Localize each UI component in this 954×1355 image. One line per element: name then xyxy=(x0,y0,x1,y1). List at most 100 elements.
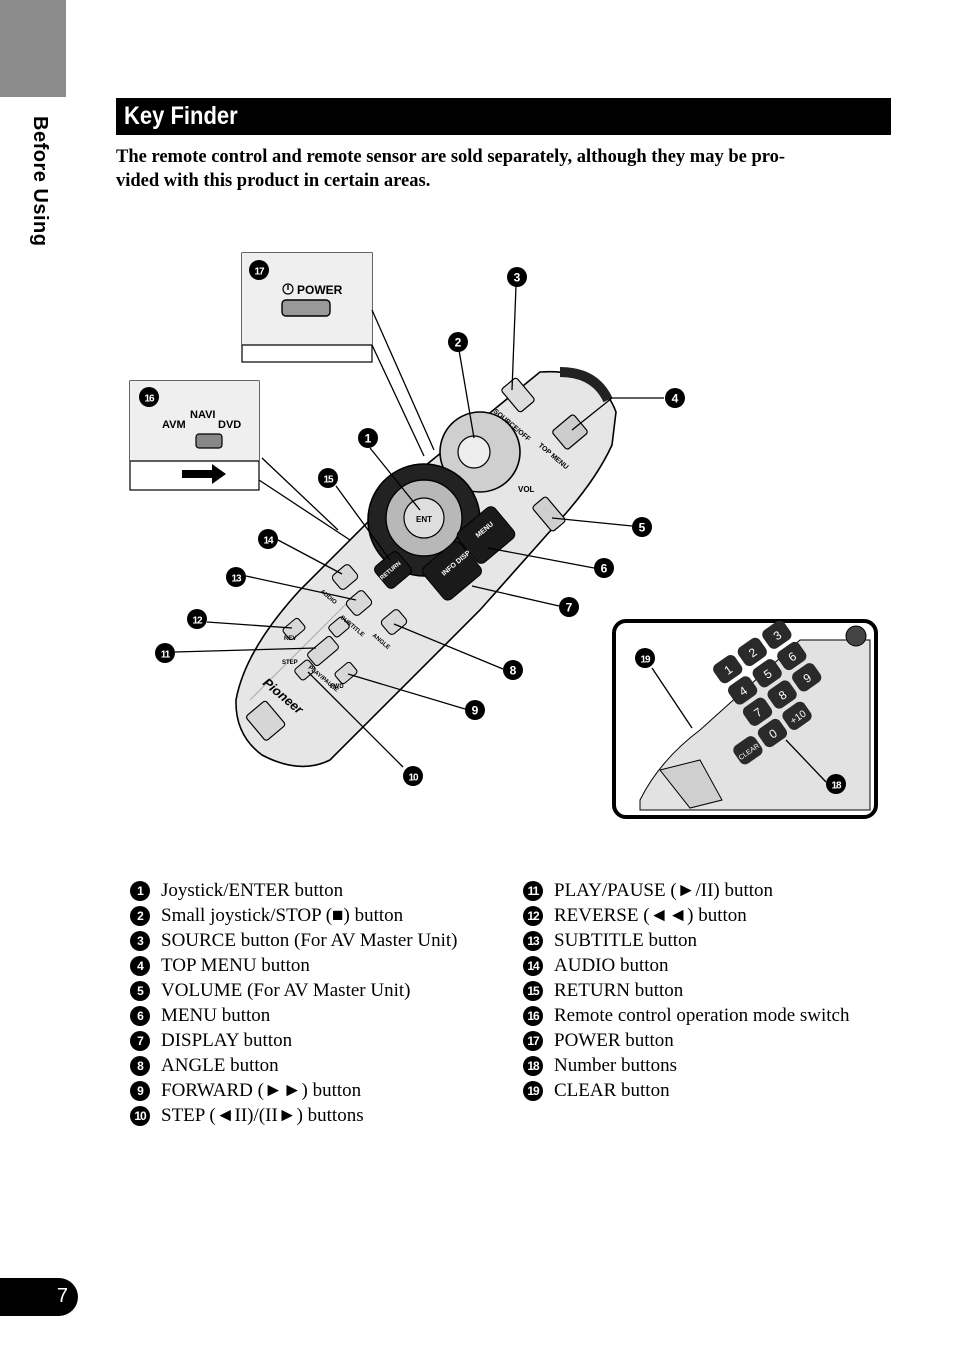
info-display-button xyxy=(422,541,482,601)
legend-number: 16 xyxy=(523,1005,543,1026)
volume-rocker xyxy=(532,496,566,532)
legend-item: 3 SOURCE button (For AV Master Unit) xyxy=(130,928,457,953)
key-9 xyxy=(792,663,822,692)
key-plus10 xyxy=(782,701,812,730)
callout-19: 19 xyxy=(640,655,651,666)
legend-text: SUBTITLE button xyxy=(554,929,698,951)
legend-item: 5 VOLUME (For AV Master Unit) xyxy=(130,978,457,1003)
legend-text: MENU button xyxy=(161,1004,271,1026)
legend-text: REVERSE (◄◄) button xyxy=(554,904,747,926)
key-5 xyxy=(752,659,782,688)
legend-text: Number buttons xyxy=(554,1054,677,1076)
legend-text: FORWARD (►►) button xyxy=(161,1079,362,1101)
legend-number: 3 xyxy=(130,930,150,951)
legend-number: 8 xyxy=(130,1055,150,1076)
switch-navi-label: NAVI xyxy=(190,409,215,421)
legend-text: STEP (◄II)/(II►) buttons xyxy=(161,1104,364,1126)
legend-text: PLAY/PAUSE (►/II) button xyxy=(554,879,774,901)
key-4 xyxy=(728,676,758,705)
key-6 xyxy=(777,641,807,671)
callout-15: 15 xyxy=(323,475,334,486)
ent-button xyxy=(403,497,445,539)
legend-number: 6 xyxy=(130,1005,150,1026)
legend-text: POWER button xyxy=(554,1029,674,1051)
fwd-button xyxy=(334,661,358,685)
rev-label: REV xyxy=(284,636,296,642)
callout-13: 13 xyxy=(231,574,242,585)
legend-text: Remote control operation mode switch xyxy=(554,1004,850,1026)
section-side-label: Before Using xyxy=(29,116,51,247)
legend-item: 18 Number buttons xyxy=(523,1053,849,1078)
legend-item: 13 SUBTITLE button xyxy=(523,928,849,953)
callout-12: 12 xyxy=(192,616,203,627)
legend-text: RETURN button xyxy=(554,979,684,1001)
key-1 xyxy=(713,655,743,684)
legend-number: 9 xyxy=(130,1080,150,1101)
switch-avm-label: AVM xyxy=(162,419,186,431)
legend-text: VOLUME (For AV Master Unit) xyxy=(161,979,411,1001)
callout-5: 5 xyxy=(639,521,646,535)
legend-number: 15 xyxy=(523,980,543,1001)
legend-number: 18 xyxy=(523,1055,543,1076)
arrow-right-icon xyxy=(182,464,226,484)
legend-text: CLEAR button xyxy=(554,1079,670,1101)
key-clear xyxy=(733,736,763,765)
legend-number: 12 xyxy=(523,905,543,926)
legend-text: DISPLAY button xyxy=(161,1029,293,1051)
intro-line-1: The remote control and remote sensor are… xyxy=(116,147,786,167)
ir-window xyxy=(246,700,286,741)
step-fwd-button xyxy=(328,616,350,638)
mode-switch-drawing xyxy=(195,433,223,449)
callout-2: 2 xyxy=(455,336,462,350)
vol-label: VOL xyxy=(518,485,535,494)
page-number-tab: 7 xyxy=(0,1278,78,1316)
mode-switch-inset: NAVI AVM DVD xyxy=(129,380,260,491)
callout-17: 17 xyxy=(254,267,265,278)
legend-text: ANGLE button xyxy=(161,1054,279,1076)
joystick-cluster: ENT xyxy=(367,411,521,577)
callout-8: 8 xyxy=(510,664,517,678)
legend-text: Small joystick/STOP (■) button xyxy=(161,904,404,926)
key-7 xyxy=(742,697,773,726)
legend-item: 9 FORWARD (►►) button xyxy=(130,1078,457,1103)
intro-paragraph: The remote control and remote sensor are… xyxy=(116,145,876,193)
legend-item: 6 MENU button xyxy=(130,1003,457,1028)
legend-number: 17 xyxy=(523,1030,543,1051)
legend-number: 5 xyxy=(130,980,150,1001)
number-keys: 1 2 3 4 5 6 7 8 9 0 +10 CLEAR xyxy=(713,620,822,765)
callout-1: 1 xyxy=(365,432,372,446)
ent-label: ENT xyxy=(416,515,432,524)
legend-item: 10 STEP (◄II)/(II►) buttons xyxy=(130,1103,457,1128)
legend-text: SOURCE button (For AV Master Unit) xyxy=(161,929,458,951)
step-label: STEP xyxy=(282,660,298,666)
legend-number: 10 xyxy=(130,1105,150,1126)
leader-lines xyxy=(174,285,827,783)
legend-item: 17 POWER button xyxy=(523,1028,849,1053)
legend-item: 8 ANGLE button xyxy=(130,1053,457,1078)
legend-text: TOP MENU button xyxy=(161,954,310,976)
source-button xyxy=(501,377,535,413)
lower-buttons xyxy=(282,564,408,685)
callout-11: 11 xyxy=(161,650,171,661)
power-button-drawing xyxy=(281,299,331,317)
angle-button xyxy=(380,609,408,635)
legend-text: AUDIO button xyxy=(554,954,669,976)
return-button xyxy=(374,551,412,589)
legend-text: Joystick/ENTER button xyxy=(161,879,344,901)
intro-line-2: vided with this product in certain areas… xyxy=(116,171,431,191)
subtitle-button xyxy=(345,590,373,616)
callout-7: 7 xyxy=(566,601,573,615)
callout-6: 6 xyxy=(601,562,608,576)
legend-number: 13 xyxy=(523,930,543,951)
legend-item: 16 Remote control operation mode switch xyxy=(523,1003,849,1028)
audio-button xyxy=(331,564,359,590)
callout-18: 18 xyxy=(831,781,842,792)
